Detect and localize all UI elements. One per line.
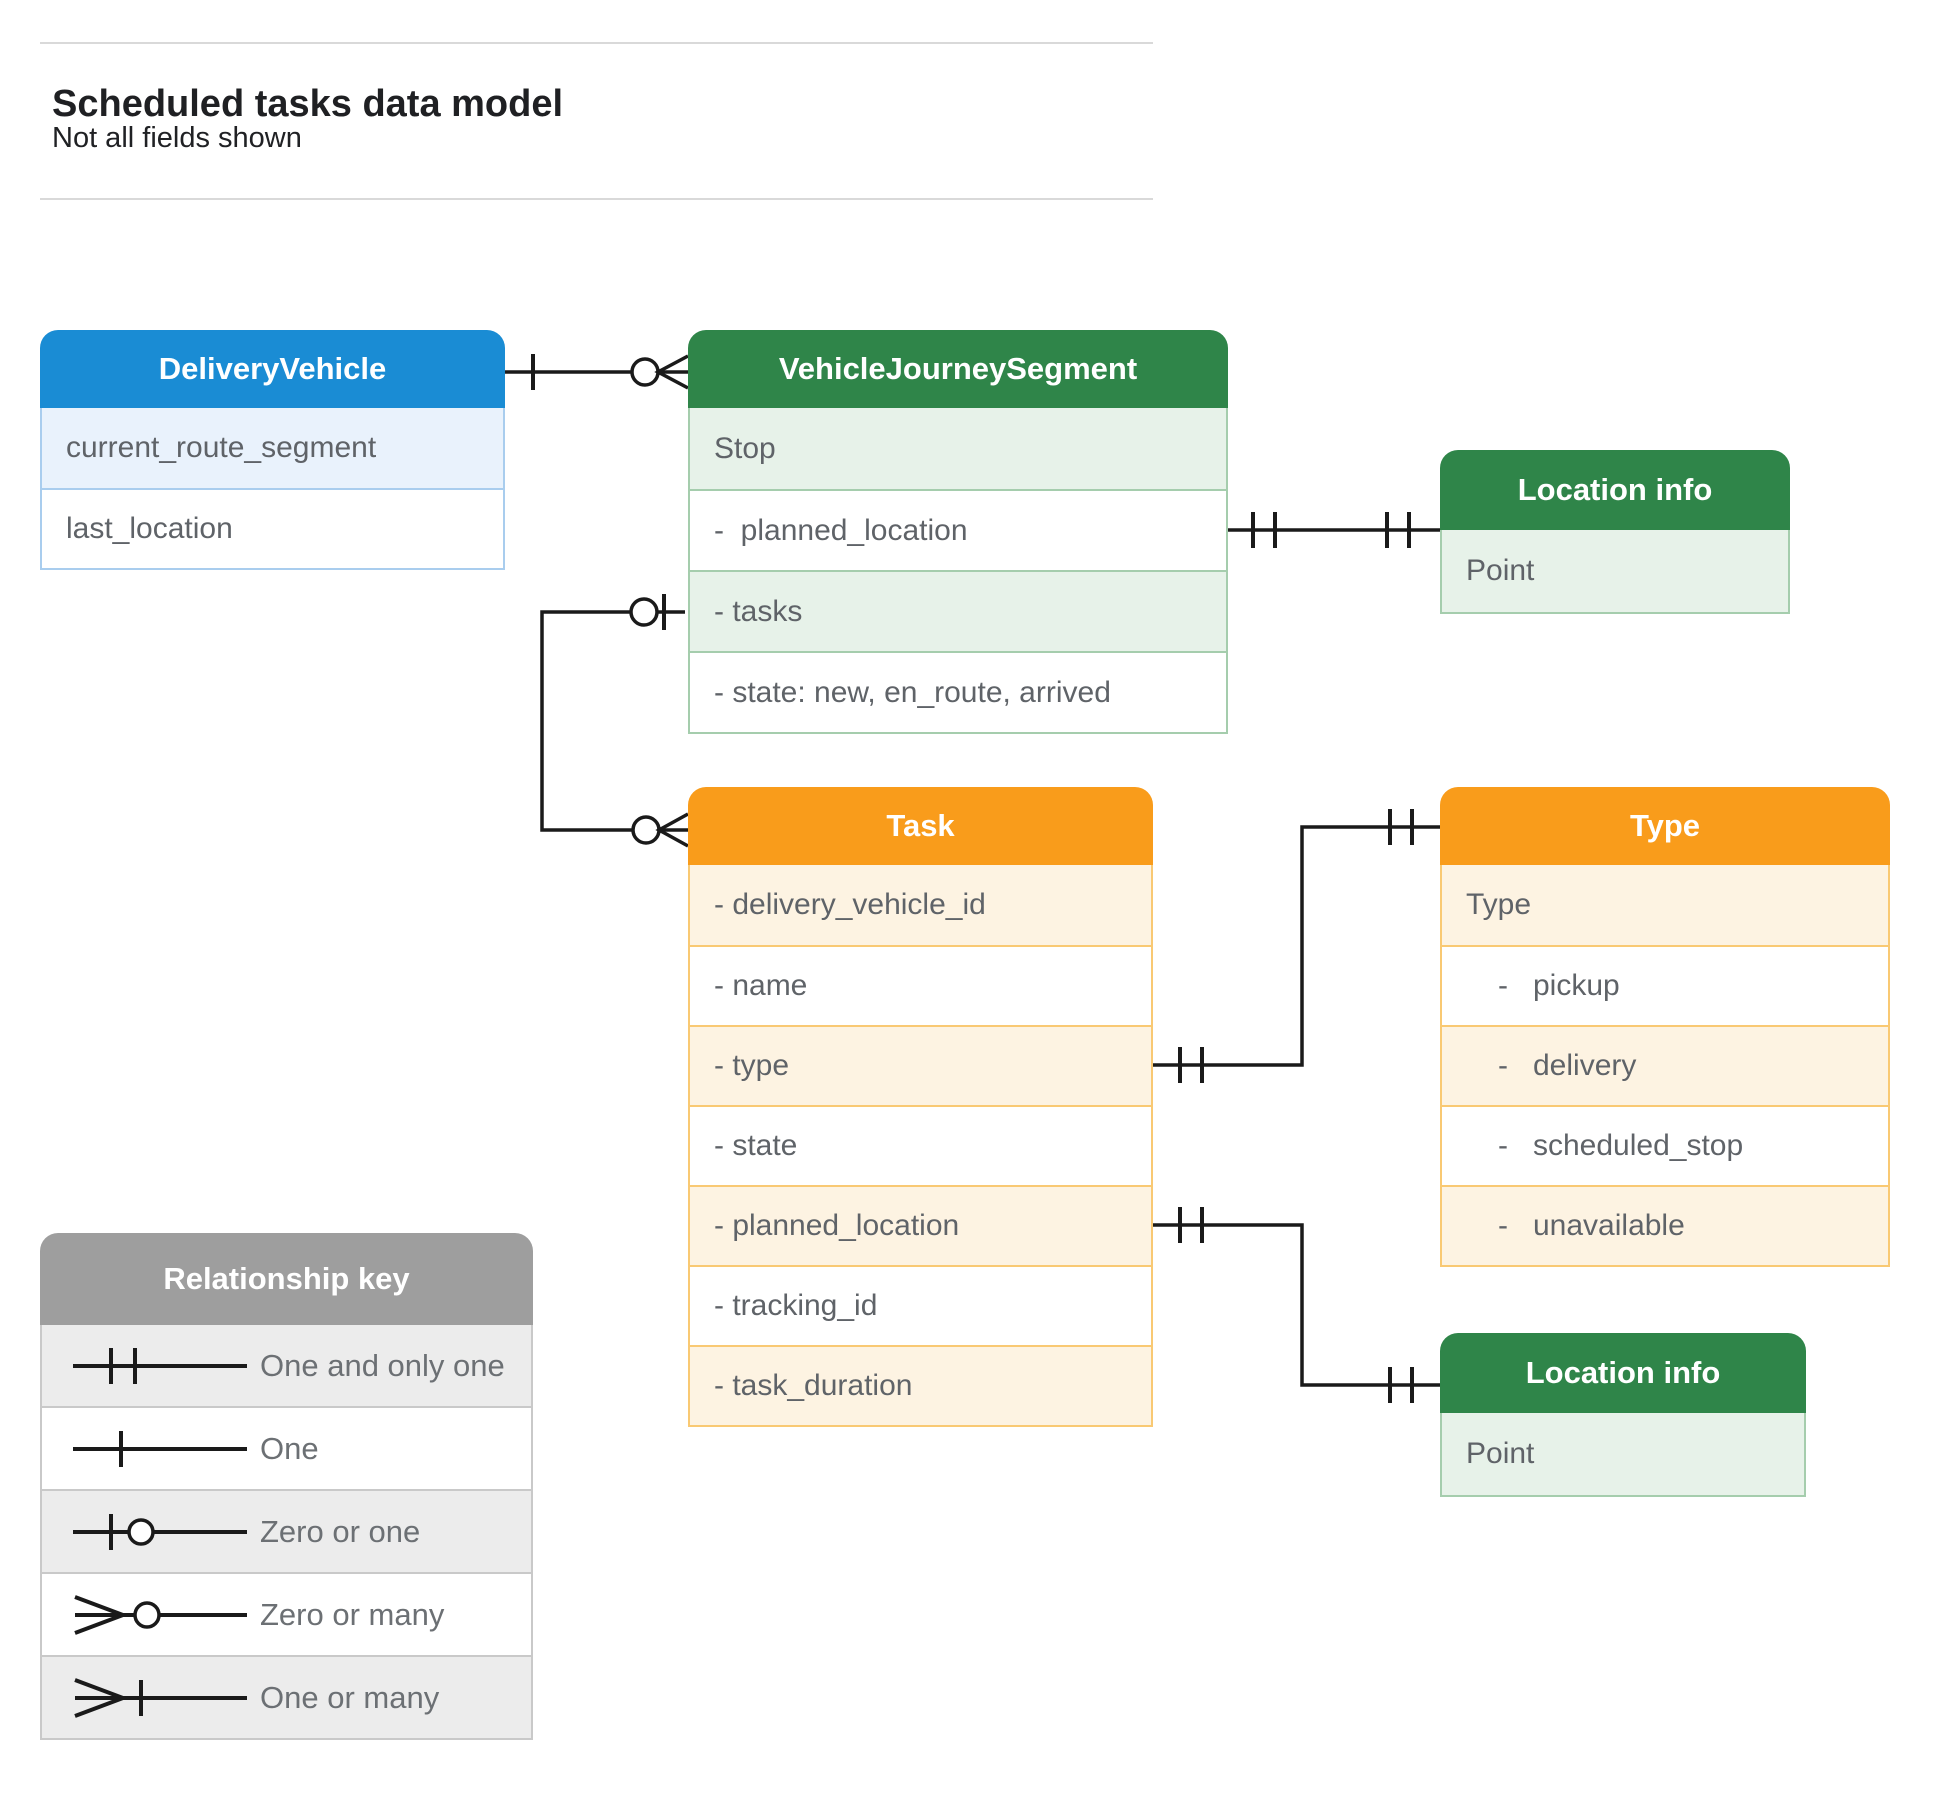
field-label: - planned_location bbox=[714, 1209, 960, 1242]
one-icon bbox=[73, 1430, 247, 1467]
field-unavailable: - unavailable bbox=[1442, 1185, 1888, 1265]
field-state-new-en-route-arrived: - state: new, en_route, arrived bbox=[690, 651, 1226, 732]
legend-row-zero-or-many: Zero or many bbox=[42, 1572, 531, 1655]
entity-vehicle-journey-segment: VehicleJourneySegment Stop - planned_loca… bbox=[688, 330, 1228, 734]
field-label: - scheduled_stop bbox=[1498, 1129, 1744, 1162]
entity-header-location-info-top: Location info bbox=[1440, 450, 1790, 530]
relationship-key: Relationship key One and only one One Ze… bbox=[40, 1233, 533, 1740]
connector-tasks-task bbox=[540, 594, 689, 848]
entity-header-task: Task bbox=[688, 787, 1153, 865]
field-label: - delivery_vehicle_id bbox=[714, 888, 986, 921]
legend-label: One and only one bbox=[260, 1347, 505, 1383]
field-type: Type bbox=[1442, 865, 1888, 945]
connector-deliveryvehicle-vehiclejourneysegment bbox=[505, 354, 689, 390]
field-label: current_route_segment bbox=[66, 431, 377, 464]
one-and-only-one-icon bbox=[73, 1347, 247, 1384]
entity-header-delivery-vehicle: DeliveryVehicle bbox=[40, 330, 505, 408]
field-delivery-vehicle-id: - delivery_vehicle_id bbox=[690, 865, 1151, 945]
field-type: - type bbox=[690, 1025, 1151, 1105]
field-planned-location: - planned_location bbox=[690, 1185, 1151, 1265]
field-label: Point bbox=[1466, 1437, 1535, 1470]
page-subtitle: Not all fields shown bbox=[52, 122, 302, 154]
field-label: - delivery bbox=[1498, 1049, 1637, 1082]
field-label: - type bbox=[714, 1049, 790, 1082]
entity-location-info-bottom: Location info Point bbox=[1440, 1333, 1806, 1497]
field-tasks: - tasks bbox=[690, 570, 1226, 651]
connector-plannedlocation-locationinfo-top bbox=[1228, 512, 1440, 548]
field-stop: Stop bbox=[690, 408, 1226, 489]
field-scheduled-stop: - scheduled_stop bbox=[1442, 1105, 1888, 1185]
legend-row-one-and-only-one: One and only one bbox=[42, 1325, 531, 1406]
field-label: - tasks bbox=[714, 594, 803, 628]
legend-label: Zero or many bbox=[260, 1596, 445, 1632]
field-label: - pickup bbox=[1498, 969, 1620, 1002]
field-label: Point bbox=[1466, 554, 1535, 587]
entity-header-location-info-bottom: Location info bbox=[1440, 1333, 1806, 1413]
field-label: - unavailable bbox=[1498, 1209, 1685, 1242]
entity-fields: Type - pickup - delivery - scheduled_stop - … bbox=[1440, 865, 1890, 1267]
field-label: - tracking_id bbox=[714, 1289, 878, 1322]
legend-label: One bbox=[260, 1430, 319, 1466]
legend-label: Zero or one bbox=[260, 1513, 421, 1549]
relationship-key-rows: One and only one One Zero or one Zero or… bbox=[40, 1325, 533, 1740]
field-label: Type bbox=[1466, 888, 1532, 921]
field-label: - planned_location bbox=[714, 513, 968, 547]
field-tracking-id: - tracking_id bbox=[690, 1265, 1151, 1345]
field-label: last_location bbox=[66, 512, 233, 545]
field-planned-location: - planned_location bbox=[690, 489, 1226, 570]
one-or-many-icon bbox=[74, 1677, 247, 1718]
legend-row-one: One bbox=[42, 1406, 531, 1489]
field-state: - state bbox=[690, 1105, 1151, 1185]
connector-taskplannedlocation-locationinfo-bottom bbox=[1153, 1207, 1440, 1403]
field-name: - name bbox=[690, 945, 1151, 1025]
top-divider bbox=[40, 42, 1153, 44]
field-task-duration: - task_duration bbox=[690, 1345, 1151, 1425]
field-label: Stop bbox=[714, 431, 776, 465]
field-pickup: - pickup bbox=[1442, 945, 1888, 1025]
field-last-location: last_location bbox=[42, 488, 503, 568]
entity-header-type: Type bbox=[1440, 787, 1890, 865]
entity-fields: Stop - planned_location - tasks - state: ne… bbox=[688, 408, 1228, 734]
legend-row-one-or-many: One or many bbox=[42, 1655, 531, 1738]
entity-location-info-top: Location info Point bbox=[1440, 450, 1790, 614]
entity-fields: - delivery_vehicle_id - name - type - state… bbox=[688, 865, 1153, 1427]
zero-or-many-icon bbox=[74, 1594, 247, 1635]
entity-fields: Point bbox=[1440, 1413, 1806, 1497]
entity-fields: Point bbox=[1440, 530, 1790, 614]
relationship-key-title: Relationship key bbox=[40, 1233, 533, 1325]
title-divider bbox=[40, 198, 1153, 200]
legend-row-zero-or-one: Zero or one bbox=[42, 1489, 531, 1572]
field-point: Point bbox=[1442, 530, 1788, 612]
connector-tasktype-type bbox=[1153, 809, 1440, 1083]
field-label: - task_duration bbox=[714, 1369, 913, 1402]
entity-type: Type Type - pickup - delivery - scheduled_s… bbox=[1440, 787, 1890, 1267]
entity-header-vehicle-journey-segment: VehicleJourneySegment bbox=[688, 330, 1228, 408]
field-current-route-segment: current_route_segment bbox=[42, 408, 503, 488]
field-delivery: - delivery bbox=[1442, 1025, 1888, 1105]
field-point: Point bbox=[1442, 1413, 1804, 1495]
field-label: - state bbox=[714, 1129, 798, 1162]
legend-label: One or many bbox=[260, 1679, 440, 1715]
zero-or-one-icon bbox=[73, 1513, 247, 1550]
entity-task: Task - delivery_vehicle_id- name- type- … bbox=[688, 787, 1153, 1427]
page-title: Scheduled tasks data model bbox=[52, 83, 564, 126]
field-label: - name bbox=[714, 969, 808, 1002]
field-label: - state: new, en_route, arrived bbox=[714, 675, 1111, 709]
entity-fields: current_route_segment last_location bbox=[40, 408, 505, 570]
